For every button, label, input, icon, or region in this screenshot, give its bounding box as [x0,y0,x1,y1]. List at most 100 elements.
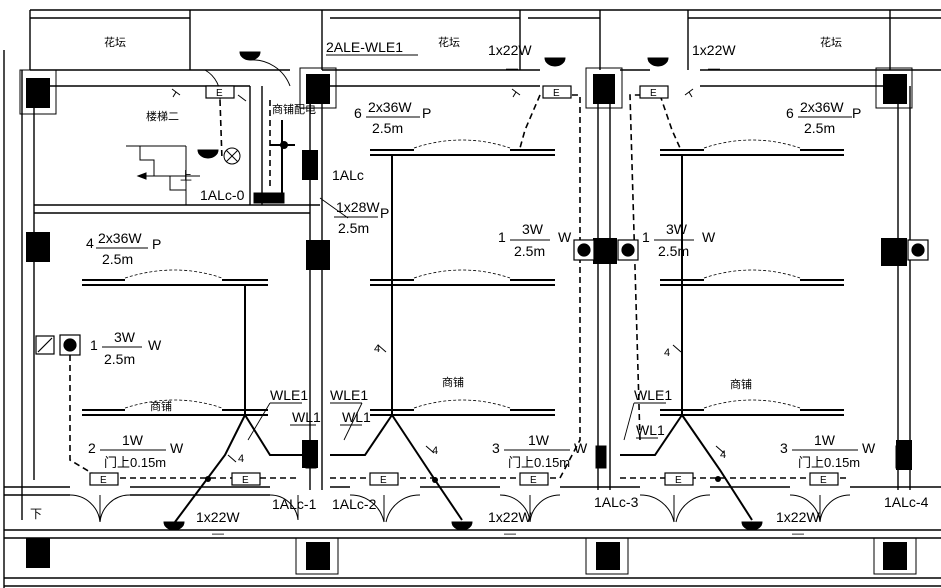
main-panel-label: 2ALE-WLE1 [326,39,403,55]
mount-door-2-h: 门上0.15m [508,455,570,470]
exit-sign-E-1: E [216,88,223,99]
leader-lines [247,54,666,441]
lamp-door-1: 1W [122,432,144,448]
exit-sign-E-8: E [675,475,682,486]
wl1-label-3: WL1 [636,422,665,438]
mount-door-2-w: W [574,440,588,456]
wle1-label-1: WLE1 [270,387,308,403]
qty-door-1: 2 [88,440,96,456]
planter-label-3: 花坛 [820,36,842,49]
wle1-label-2: WLE1 [330,387,368,403]
lamp-label-bottom-3: 1x22W [776,509,820,525]
lamp-dash-bottom-3: — [792,526,804,540]
mount-wall-mid-w: W [558,229,572,245]
cabinet-1alc3-label: 1ALc-3 [594,494,639,510]
mount-room1-top-h: 2.5m [102,251,133,267]
lighting-circuit-arcs [124,139,801,409]
lamp-room3-top: 2x36W [800,99,844,115]
cabinet-1alc1-label: 1ALc-1 [272,496,317,512]
mount-wall-left-h: 2.5m [104,351,135,367]
planter-label-2: 花坛 [438,36,460,49]
mount-room3-top-p: P [852,105,861,121]
building-walls [3,9,941,588]
stair-down-label: 下 [30,507,42,521]
wire-count-room1-bottom: 4 [238,453,244,465]
qty-wall-left: 1 [90,337,98,353]
lamp-dash-top-2: — [708,61,720,75]
distribution-panels [253,192,907,469]
fluorescent-fixtures [82,149,844,416]
lamp-room2-top: 2x36W [368,99,412,115]
qty-room1-top: 4 [86,235,94,251]
door-swings [69,59,851,523]
column-outlines [19,67,917,575]
shop-panel-room-label: 商铺配电 [272,102,316,116]
cabinet-1alc0-label: 1ALc-0 [200,187,245,203]
lamp-wall-right: 3W [666,221,688,237]
lamp-wall-mid: 3W [522,221,544,237]
wl1-label-1: WL1 [292,409,321,425]
mount-wall-mid-h: 2.5m [514,243,545,259]
staircase [126,145,200,205]
mount-room3-top-h: 2.5m [804,120,835,136]
mount-door-3-h: 门上0.15m [798,455,860,470]
mount-room2-top-h: 2.5m [372,120,403,136]
qty-door-3: 3 [780,440,788,456]
ceiling-lamps [163,51,763,531]
wire-count-room3-bottom: 4 [720,449,726,461]
switch-symbols [171,88,725,463]
mount-wall-right-h: 2.5m [658,243,689,259]
exit-sign-E-4: E [100,475,107,486]
exit-sign-boxes [89,85,839,486]
lamp-1x28w: 1x28W [336,199,380,215]
lamp-wall-left: 3W [114,329,136,345]
mount-door-3-w: W [862,440,876,456]
lamp-door-2: 1W [528,432,550,448]
shop-label-2: 商铺 [442,375,464,389]
exit-sign-E-7: E [530,475,537,486]
exit-sign-E-3: E [650,88,657,99]
lamp-label-bottom-2: 1x22W [488,509,532,525]
mount-wall-left-w: W [148,337,162,353]
wire-count-room2: 4 [374,343,380,355]
lamp-label-top-2: 1x22W [692,42,736,58]
cabinet-1alc4-label: 1ALc-4 [884,494,929,510]
lamp-label-top-1: 1x22W [488,42,532,58]
lamp-dash-top-1: — [506,61,518,75]
mount-door-1-w: W [170,440,184,456]
junction-dots [205,141,721,483]
wl1-label-2: WL1 [342,409,371,425]
lamp-label-bottom-1: 1x22W [196,509,240,525]
stair-label: 楼梯二 [146,109,179,123]
mount-1x28w-p: P [380,205,389,221]
qty-room2-top: 6 [354,105,362,121]
shop-label-1: 商铺 [150,399,172,413]
lamp-door-3: 1W [814,432,836,448]
cabinet-1alc-label: 1ALc [332,167,364,183]
qty-wall-right: 1 [642,229,650,245]
lamp-dash-bottom-2: — [504,526,516,540]
qty-door-2: 3 [492,440,500,456]
planter-label-1: 花坛 [104,36,126,49]
circuit-wiring [103,120,822,523]
mount-room2-top-p: P [422,105,431,121]
stair-up-label: 上 [180,169,192,183]
cabinet-1alc2-label: 1ALc-2 [332,496,377,512]
exit-sign-E-5: E [242,475,249,486]
wall-lights [35,239,929,356]
mount-door-1-h: 门上0.15m [104,455,166,470]
mount-wall-right-w: W [702,229,716,245]
mount-room1-top-p: P [152,236,161,252]
wle1-label-3: WLE1 [634,387,672,403]
wire-count-room2-bottom: 4 [432,445,438,457]
mount-1x28w-h: 2.5m [338,220,369,236]
exit-sign-E-6: E [380,475,387,486]
wire-count-room3: 4 [664,347,670,359]
emergency-wiring [69,94,850,479]
exit-sign-E-2: E [553,88,560,99]
qty-room3-top: 6 [786,105,794,121]
lamp-dash-bottom-1: — [212,526,224,540]
lamp-room1-top: 2x36W [98,230,142,246]
qty-wall-mid: 1 [498,229,506,245]
